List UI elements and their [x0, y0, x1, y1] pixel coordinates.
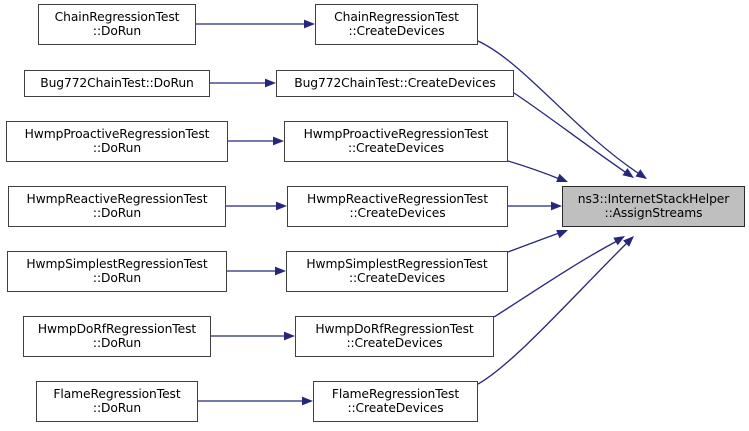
graph-node-bug772_dorun[interactable]: Bug772ChainTest::DoRun	[24, 70, 210, 97]
edge-hwmp_proactive_createdevices-to-assign_streams	[507, 160, 563, 181]
graph-node-label: HwmpProactiveRegressionTest ::CreateDevi…	[303, 126, 489, 155]
arrowhead-flame_createdevices-to-assign_streams	[623, 236, 634, 247]
graph-node-label: HwmpSimplestRegressionTest ::DoRun	[26, 256, 208, 285]
graph-node-label: ChainRegressionTest ::DoRun	[54, 9, 180, 38]
graph-node-hwmp_simplest_createdevices[interactable]: HwmpSimplestRegressionTest ::CreateDevic…	[286, 251, 508, 292]
graph-node-hwmp_reactive_dorun[interactable]: HwmpReactiveRegressionTest ::DoRun	[8, 186, 226, 227]
graph-node-hwmp_dorf_createdevices[interactable]: HwmpDoRfRegressionTest ::CreateDevices	[295, 316, 494, 357]
arrowhead-bug772_dorun-to-bug772_createdevices	[265, 78, 276, 88]
graph-node-label: HwmpReactiveRegressionTest ::DoRun	[26, 191, 208, 220]
graph-node-hwmp_proactive_dorun[interactable]: HwmpProactiveRegressionTest ::DoRun	[6, 121, 228, 162]
graph-node-label: HwmpDoRfRegressionTest ::DoRun	[37, 321, 197, 350]
graph-node-label: Bug772ChainTest::DoRun	[40, 75, 194, 90]
graph-node-chain_createdevices[interactable]: ChainRegressionTest ::CreateDevices	[315, 4, 478, 45]
graph-node-hwmp_dorf_dorun[interactable]: HwmpDoRfRegressionTest ::DoRun	[23, 316, 211, 357]
graph-node-hwmp_reactive_createdevices[interactable]: HwmpReactiveRegressionTest ::CreateDevic…	[287, 186, 508, 227]
graph-node-hwmp_simplest_dorun[interactable]: HwmpSimplestRegressionTest ::DoRun	[7, 251, 227, 292]
graph-node-label: HwmpSimplestRegressionTest ::CreateDevic…	[306, 256, 488, 285]
graph-node-label: HwmpDoRfRegressionTest ::CreateDevices	[315, 321, 474, 350]
graph-node-label: HwmpProactiveRegressionTest ::DoRun	[24, 126, 210, 155]
arrowhead-hwmp_simplest_dorun-to-hwmp_simplest_createdevices	[275, 266, 286, 276]
graph-node-label: ChainRegressionTest ::CreateDevices	[334, 9, 459, 38]
graph-node-label: Bug772ChainTest::CreateDevices	[294, 75, 496, 90]
graph-node-label: ns3::InternetStackHelper ::AssignStreams	[577, 191, 730, 220]
arrowhead-hwmp_proactive_dorun-to-hwmp_proactive_createdevices	[273, 136, 284, 146]
arrowhead-hwmp_dorf_createdevices-to-assign_streams	[613, 236, 625, 246]
arrowhead-flame_dorun-to-flame_createdevices	[302, 396, 313, 406]
graph-node-label: HwmpReactiveRegressionTest ::CreateDevic…	[307, 191, 488, 220]
graph-node-label: FlameRegressionTest ::CreateDevices	[331, 386, 460, 415]
edge-hwmp_simplest_createdevices-to-assign_streams	[507, 231, 563, 253]
arrowhead-hwmp_reactive_dorun-to-hwmp_reactive_createdevices	[276, 201, 287, 211]
arrowhead-chain_dorun-to-chain_createdevices	[304, 19, 315, 29]
graph-node-label: FlameRegressionTest ::DoRun	[53, 386, 181, 415]
arrowhead-hwmp_dorf_dorun-to-hwmp_dorf_createdevices	[284, 331, 295, 341]
arrowhead-bug772_createdevices-to-assign_streams	[622, 168, 634, 178]
graph-node-bug772_createdevices[interactable]: Bug772ChainTest::CreateDevices	[276, 70, 514, 97]
arrowhead-hwmp_reactive_createdevices-to-assign_streams	[551, 201, 562, 211]
graph-node-flame_createdevices[interactable]: FlameRegressionTest ::CreateDevices	[313, 381, 478, 422]
arrowhead-chain_createdevices-to-assign_streams	[635, 169, 647, 179]
arrowhead-hwmp_proactive_createdevices-to-assign_streams	[556, 173, 568, 182]
edge-bug772_createdevices-to-assign_streams	[513, 92, 629, 175]
graph-node-flame_dorun[interactable]: FlameRegressionTest ::DoRun	[36, 381, 198, 422]
graph-node-assign_streams[interactable]: ns3::InternetStackHelper ::AssignStreams	[562, 186, 745, 227]
graph-node-chain_dorun[interactable]: ChainRegressionTest ::DoRun	[38, 4, 196, 45]
edge-hwmp_dorf_createdevices-to-assign_streams	[493, 239, 620, 318]
graph-node-hwmp_proactive_createdevices[interactable]: HwmpProactiveRegressionTest ::CreateDevi…	[284, 121, 508, 162]
arrowhead-hwmp_simplest_createdevices-to-assign_streams	[556, 230, 568, 239]
